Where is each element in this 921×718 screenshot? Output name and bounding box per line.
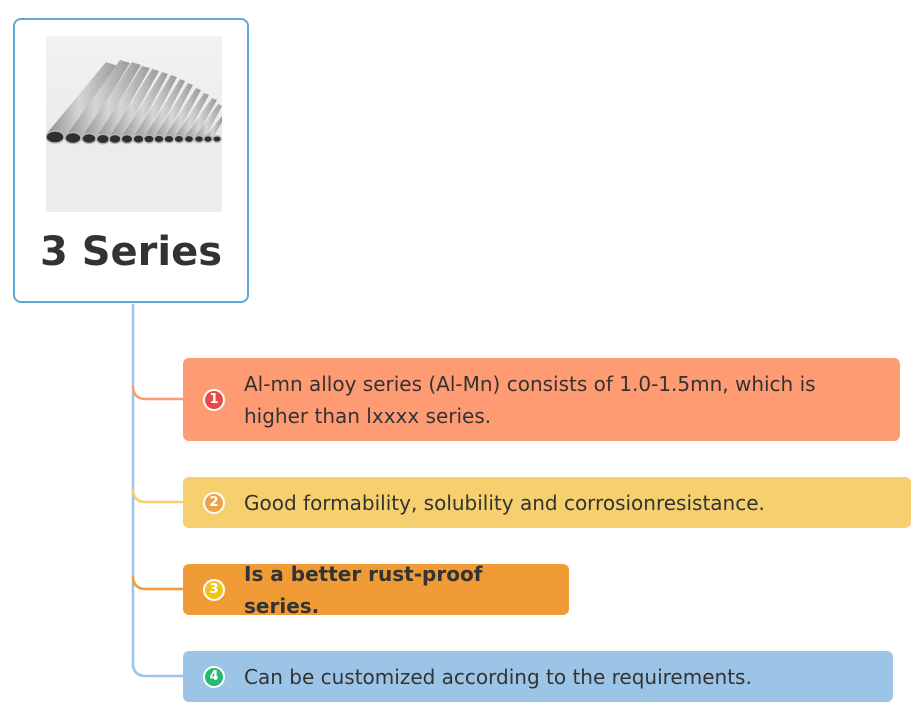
aluminum-tubes-photo [46, 36, 222, 212]
branch-node-2[interactable]: 2 Good formability, solubility and corro… [183, 477, 911, 528]
root-node[interactable]: 3 Series [13, 18, 249, 303]
branch-node-3[interactable]: 3 Is a better rust-proof series. [183, 562, 569, 618]
branch-text-4: Can be customized according to the requi… [244, 664, 752, 689]
branch-node-4[interactable]: 4 Can be customized according to the req… [183, 651, 893, 702]
connector-4 [131, 662, 183, 678]
connector-3 [131, 575, 183, 591]
number-badge-2: 2 [203, 491, 225, 514]
number-badge-3: 3 [203, 578, 225, 601]
branch-text-2: Good formability, solubility and corrosi… [244, 490, 765, 515]
branch-node-1[interactable]: 1 Al-mn alloy series (Al-Mn) consists of… [183, 358, 900, 441]
root-title: 3 Series [39, 229, 223, 275]
branch-text-1: Al-mn alloy series (Al-Mn) consists of 1… [244, 371, 816, 428]
number-badge-1: 1 [203, 388, 225, 411]
branch-text-3: Is a better rust-proof series. [244, 561, 483, 618]
connector-1 [131, 385, 183, 401]
number-badge-4: 4 [203, 665, 225, 688]
connector-2 [131, 488, 183, 504]
